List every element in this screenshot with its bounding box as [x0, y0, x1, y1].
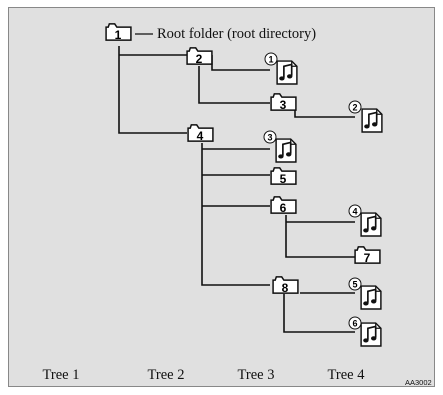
file-number-circle	[263, 130, 277, 144]
folder-4[interactable]: 4	[187, 124, 214, 143]
tree-label: Tree 4	[328, 367, 366, 383]
file-number-circle	[348, 204, 362, 218]
music-note-icon	[276, 60, 298, 85]
folder-number: 6	[280, 201, 287, 215]
music-file-2[interactable]: 2	[348, 100, 383, 133]
music-note-icon	[360, 212, 382, 237]
folder-number: 8	[282, 281, 289, 295]
file-number-circle	[348, 316, 362, 330]
music-note-icon	[275, 138, 297, 163]
music-file-1[interactable]: 1	[264, 52, 298, 85]
music-note-icon	[360, 322, 382, 347]
music-file-5[interactable]: 5	[348, 277, 382, 310]
folder-number: 3	[280, 98, 287, 112]
figure-code: AA3002	[405, 378, 432, 387]
folder-6[interactable]: 6	[270, 196, 297, 215]
file-number: 6	[352, 318, 357, 328]
folder-1[interactable]: 1	[105, 23, 132, 42]
file-number-circle	[348, 100, 362, 114]
music-file-4[interactable]: 4	[348, 204, 382, 237]
file-number: 5	[352, 279, 357, 289]
tree-labels: Tree 1 Tree 2 Tree 3 Tree 4	[43, 367, 366, 383]
folder-number: 2	[196, 52, 203, 66]
music-file-3[interactable]: 3	[263, 130, 297, 163]
tree-label: Tree 3	[238, 367, 275, 383]
folder-number: 5	[280, 172, 287, 186]
file-number: 4	[352, 206, 357, 216]
music-file-6[interactable]: 6	[348, 316, 382, 347]
file-number-circle	[348, 277, 362, 291]
folder-number: 1	[115, 28, 122, 42]
folder-5[interactable]: 5	[270, 167, 297, 186]
tree-label: Tree 2	[148, 367, 185, 383]
folder-7[interactable]: 7	[354, 246, 381, 265]
folder-3[interactable]: 3	[270, 93, 297, 112]
tree-label: Tree 1	[43, 367, 80, 383]
file-number: 3	[267, 132, 272, 142]
root-folder-label: Root folder (root directory)	[157, 26, 316, 42]
music-note-icon	[360, 285, 382, 310]
music-note-icon	[361, 108, 383, 133]
folder-number: 7	[364, 251, 371, 265]
file-number-circle	[264, 52, 278, 66]
file-number: 2	[352, 102, 357, 112]
folder-2[interactable]: 2	[186, 47, 213, 66]
folder-number: 4	[197, 129, 204, 143]
file-number: 1	[268, 54, 273, 64]
tree-connectors	[118, 46, 355, 333]
folder-8[interactable]: 8	[272, 276, 299, 295]
